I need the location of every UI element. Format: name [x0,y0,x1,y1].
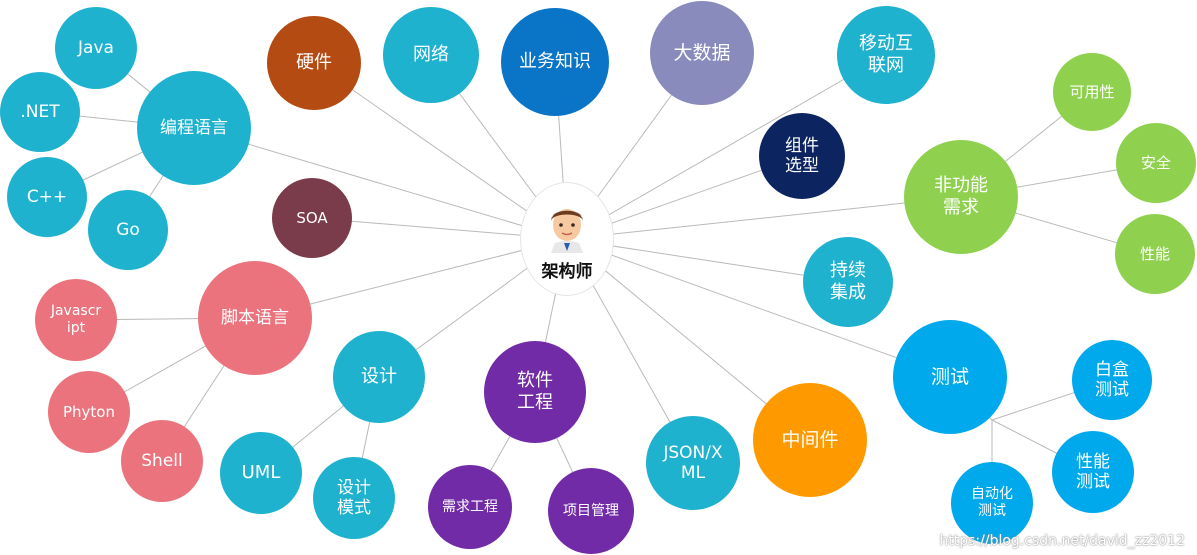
node-uml[interactable]: UML [220,432,302,514]
node-ci[interactable]: 持续 集成 [803,237,893,327]
node-shell[interactable]: Shell [121,420,203,502]
node-perftest[interactable]: 性能 测试 [1052,431,1134,513]
link-programming [193,127,568,240]
node-autotest[interactable]: 自动化 测试 [951,462,1033,544]
node-go[interactable]: Go [88,190,168,270]
node-network[interactable]: 网络 [383,7,479,103]
node-python[interactable]: Phyton [48,371,130,453]
node-programming[interactable]: 编程语言 [137,71,251,185]
center-label: 架构师 [541,262,593,282]
node-security[interactable]: 安全 [1116,123,1196,203]
watermark: https://blog.csdn.net/david_zz2012 [939,533,1185,549]
node-javascript[interactable]: Javascr ipt [35,279,117,361]
center-node[interactable]: 架构师 [521,183,613,295]
node-availability[interactable]: 可用性 [1053,53,1131,131]
node-design[interactable]: 设计 [333,331,425,423]
node-hardware[interactable]: 硬件 [267,16,361,110]
node-middleware[interactable]: 中间件 [753,383,867,497]
link-hardware [313,62,568,240]
link-ci [566,238,849,283]
node-bigdata[interactable]: 大数据 [650,1,754,105]
node-soa[interactable]: SOA [272,178,352,258]
node-softeng[interactable]: 软件 工程 [484,341,586,443]
node-mobile[interactable]: 移动互 联网 [837,6,935,104]
node-reqeng[interactable]: 需求工程 [428,465,512,549]
node-patterns[interactable]: 设计 模式 [313,457,395,539]
node-business[interactable]: 业务知识 [501,8,609,116]
architect-avatar-icon [551,209,583,253]
link-testing [566,238,951,378]
node-dotnet[interactable]: .NET [0,72,80,152]
node-testing[interactable]: 测试 [893,320,1007,434]
link-nonfunc [566,196,962,240]
node-java[interactable]: Java [55,7,137,89]
node-whitebox[interactable]: 白盒 测试 [1072,340,1152,420]
node-cpp[interactable]: C++ [7,157,87,237]
node-nonfunc[interactable]: 非功能 需求 [904,140,1018,254]
node-performance[interactable]: 性能 [1115,214,1195,294]
link-mobile [566,54,887,240]
node-projmgmt[interactable]: 项目管理 [548,468,634,554]
node-script[interactable]: 脚本语言 [198,261,312,375]
node-component[interactable]: 组件 选型 [759,113,845,199]
node-jsonxml[interactable]: JSON/X ML [646,416,740,510]
